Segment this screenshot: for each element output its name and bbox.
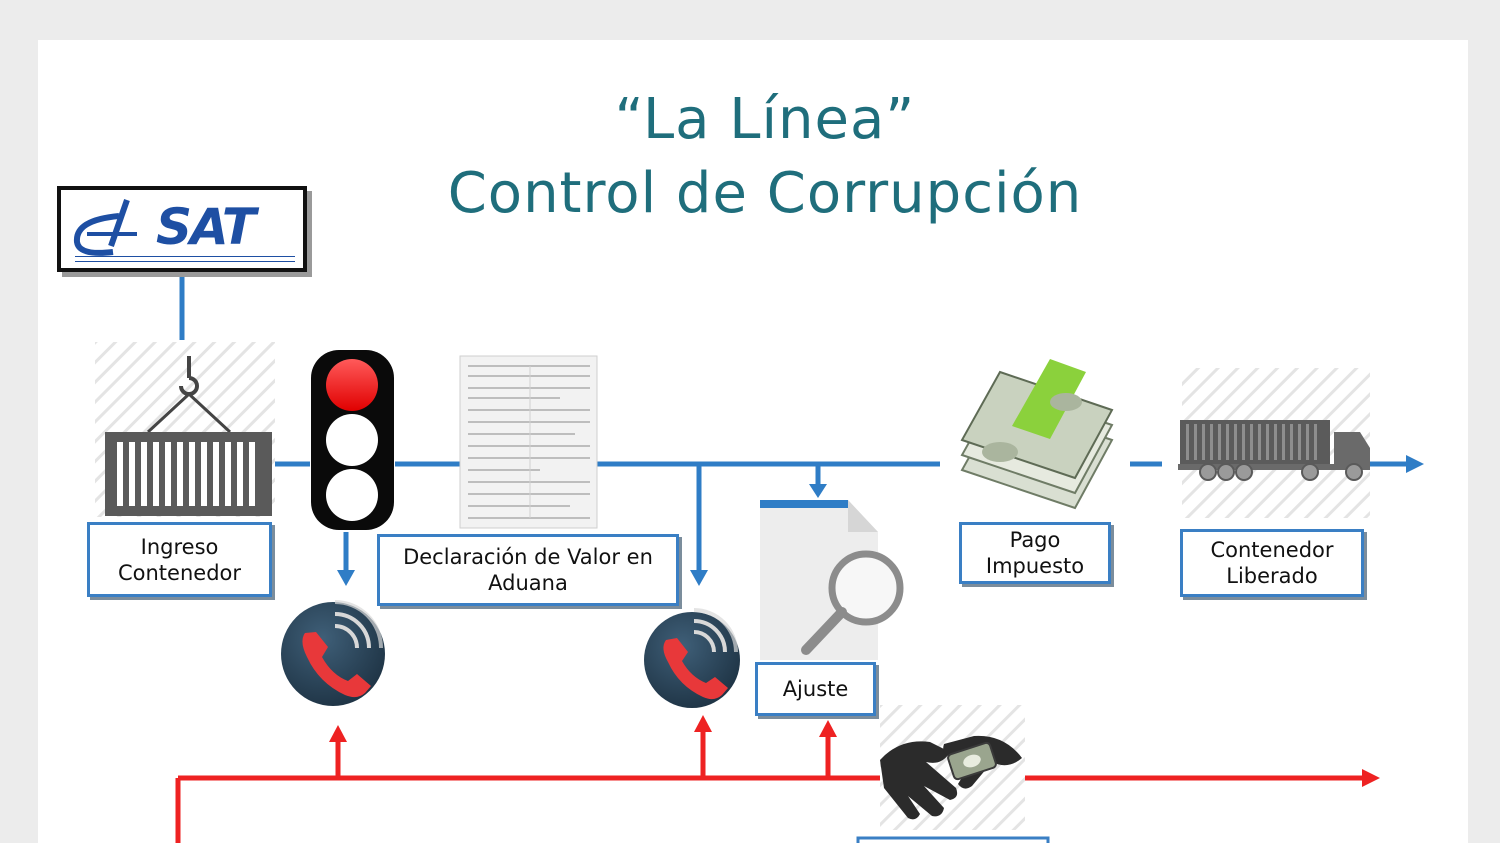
handshake-bribe-icon — [880, 705, 1025, 830]
sat-logo-mark-icon — [73, 199, 137, 256]
step-ingreso-contenedor: Ingreso Contenedor — [87, 522, 272, 597]
bottom-box-partial — [856, 836, 1050, 843]
sat-logo-underline — [75, 256, 295, 262]
corruption-flow-line — [175, 728, 1365, 843]
title-line-1: “La Línea” — [614, 87, 916, 152]
main-flow-arrowheads — [337, 455, 1424, 586]
title-line-2: Control de Corrupción — [447, 161, 1083, 226]
step-contenedor-liberado: Contenedor Liberado — [1180, 529, 1364, 597]
document-icon — [459, 355, 598, 529]
phone-icon — [644, 608, 740, 708]
step-pago-impuesto: Pago Impuesto — [959, 522, 1111, 584]
search-document-icon — [760, 500, 904, 660]
page-title: “La Línea” Control de Corrupción — [0, 83, 1500, 231]
crane-container-icon — [95, 342, 275, 517]
money-icon — [960, 359, 1114, 510]
corruption-flow-arrowheads — [329, 715, 1380, 787]
sat-logo: SAT — [57, 186, 307, 272]
phone-icon — [281, 600, 385, 706]
step-declaracion-valor: Declaración de Valor en Aduana — [377, 534, 679, 606]
step-ajuste: Ajuste — [755, 662, 876, 716]
traffic-light-icon — [311, 350, 394, 530]
sat-logo-text: SAT — [156, 198, 256, 256]
truck-icon — [1178, 368, 1370, 518]
